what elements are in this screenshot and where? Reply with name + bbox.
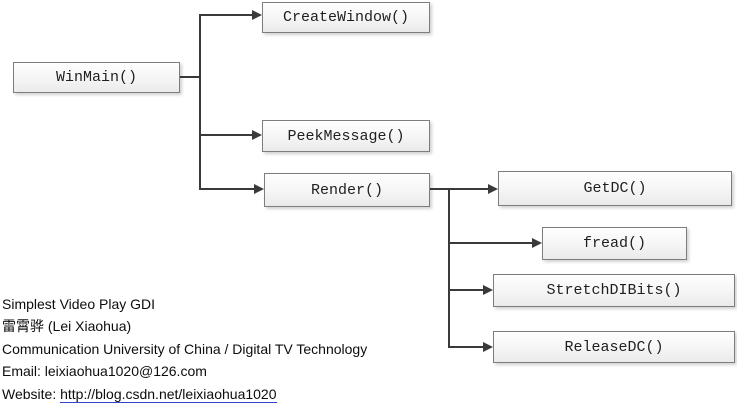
arrowhead-getdc-icon	[488, 184, 498, 194]
website-link: http://blog.csdn.net/leixiaohua1020	[60, 385, 277, 403]
node-releasedc: ReleaseDC()	[493, 331, 735, 363]
credit-website: Website: http://blog.csdn.net/leixiaohua…	[2, 383, 367, 405]
arrowhead-stretchdibits-icon	[483, 285, 493, 295]
website-label: Website:	[2, 385, 61, 402]
edge-render-stretchdibits-line	[448, 289, 483, 291]
edge-render-releasedc-line	[448, 346, 483, 348]
arrowhead-createwindow-icon	[252, 10, 262, 20]
node-winmain: WinMain()	[13, 62, 180, 93]
arrowhead-fread-icon	[532, 238, 542, 248]
arrowhead-peekmessage-icon	[252, 130, 262, 140]
edge-winmain-trunk-line	[199, 14, 201, 190]
node-createwindow: CreateWindow()	[262, 2, 430, 33]
node-peekmessage: PeekMessage()	[262, 120, 430, 152]
credit-title: Simplest Video Play GDI	[2, 296, 156, 312]
node-render: Render()	[264, 173, 430, 207]
credit-email: Email: leixiaohua1020@126.com	[2, 363, 207, 380]
edge-winmain-createwindow-line	[199, 14, 252, 16]
credit-affiliation: Communication University of China / Digi…	[2, 340, 368, 357]
edge-winmain-render-line	[199, 188, 254, 190]
edge-render-fread-line	[448, 242, 532, 244]
edge-render-trunk-line	[448, 188, 450, 348]
node-fread: fread()	[542, 227, 687, 260]
arrowhead-releasedc-icon	[483, 342, 493, 352]
node-getdc: GetDC()	[498, 171, 732, 206]
edge-render-getdc-line	[430, 188, 488, 190]
edge-winmain-stub-line	[180, 76, 201, 78]
credit-author: 雷霄骅 (Lei Xiaohua)	[2, 318, 132, 335]
arrowhead-render-icon	[254, 184, 264, 194]
edge-winmain-peekmessage-line	[199, 134, 252, 136]
node-stretchdibits: StretchDIBits()	[493, 274, 735, 307]
credits-block: Simplest Video Play GDI 雷霄骅 (Lei Xiaohua…	[2, 293, 367, 405]
